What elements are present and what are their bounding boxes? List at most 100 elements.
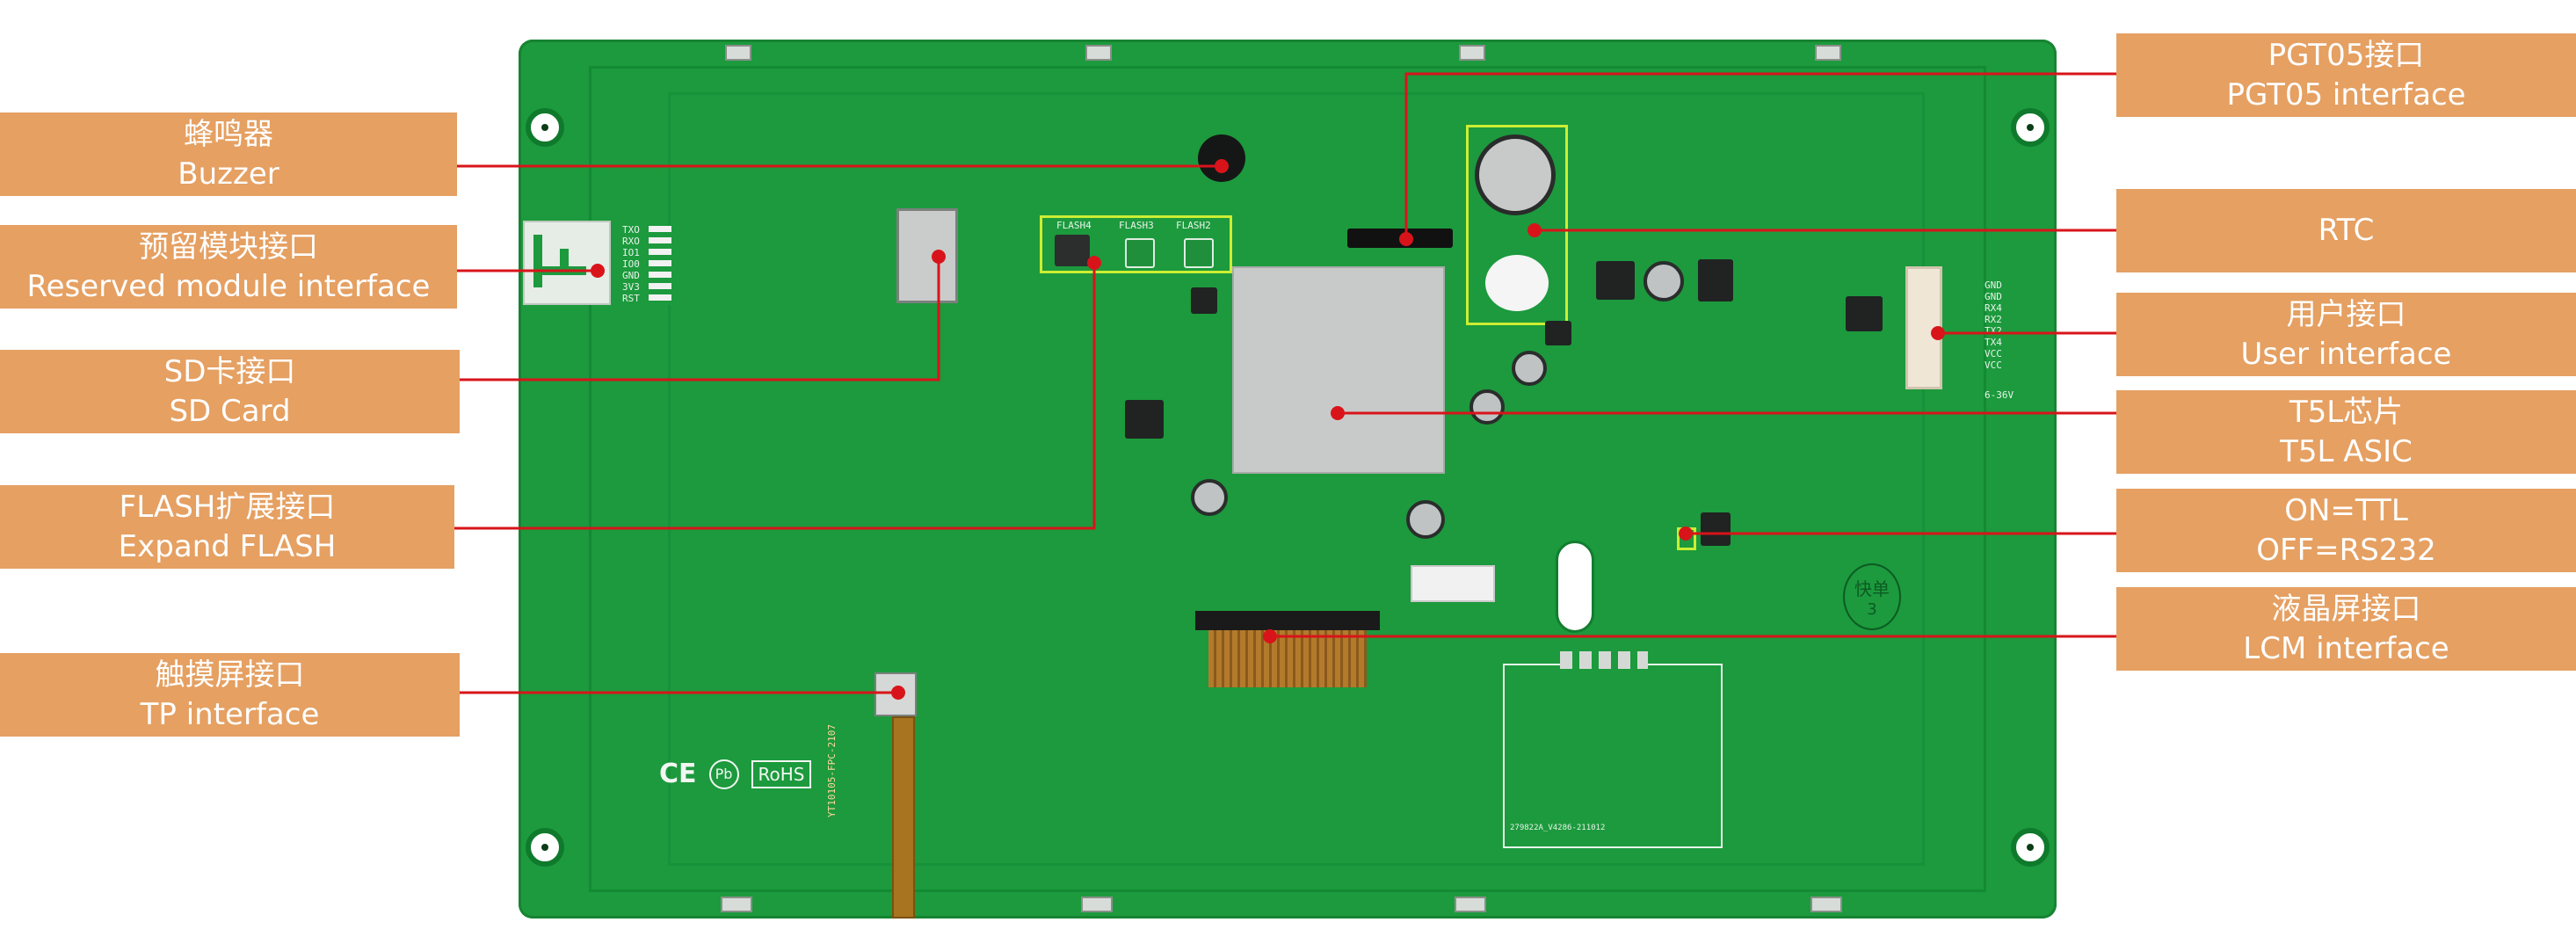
dot-buzzer bbox=[1215, 159, 1229, 173]
outer-trace bbox=[589, 66, 1986, 892]
pb-mark: Pb bbox=[708, 759, 739, 789]
dot-tp bbox=[891, 686, 905, 700]
sd-card-label: SD卡接口 SD Card bbox=[0, 350, 460, 433]
rtc-battery bbox=[1475, 134, 1556, 215]
t5l-label: T5L芯片 T5L ASIC bbox=[2116, 390, 2576, 474]
pad-row bbox=[1560, 651, 1648, 669]
pin-label: GND bbox=[1985, 291, 2002, 302]
pin-label: 3V3 bbox=[622, 281, 640, 293]
slot-cutout bbox=[1556, 541, 1594, 633]
pin-label: TX4 bbox=[1985, 337, 2002, 348]
pin-label: VCC bbox=[1985, 348, 2002, 359]
reserved-module-header bbox=[523, 221, 611, 305]
inductor bbox=[1596, 261, 1635, 300]
capacitor bbox=[1406, 500, 1445, 539]
capacitor bbox=[1191, 479, 1228, 516]
rtc-crystal bbox=[1485, 255, 1549, 311]
white-connector bbox=[1411, 565, 1495, 602]
rtc-highlight bbox=[1466, 125, 1568, 325]
stamp: 快单 3 bbox=[1843, 563, 1901, 630]
tp-label: 触摸屏接口 TP interface bbox=[0, 653, 460, 737]
ic-chip bbox=[1701, 512, 1731, 546]
lcm-label-zh: 液晶屏接口 bbox=[2271, 592, 2421, 628]
rtc-label: RTC bbox=[2116, 189, 2576, 272]
edge-tab bbox=[725, 45, 751, 61]
reserved-module-label-zh: 预留模块接口 bbox=[139, 229, 318, 265]
t5l-asic-shield bbox=[1232, 266, 1445, 474]
pin-label: IO1 bbox=[622, 247, 640, 258]
pin-label: TXO bbox=[622, 224, 640, 236]
leader-flash bbox=[454, 263, 1096, 530]
ttl-switch-label-line1: ON=TTL bbox=[2284, 493, 2408, 529]
pgt05-label: PGT05接口 PGT05 interface bbox=[2116, 33, 2576, 117]
ttl-switch-label: ON=TTL OFF=RS232 bbox=[2116, 489, 2576, 572]
tp-fpc-cable bbox=[892, 716, 915, 919]
edge-tab bbox=[721, 897, 752, 912]
t5l-label-zh: T5L芯片 bbox=[2289, 395, 2404, 431]
pcb-board: TXO RXO IO1 IO0 GND 3V3 RST FLASH4 FLASH… bbox=[519, 40, 2057, 919]
ttl-switch-label-line2: OFF=RS232 bbox=[2256, 532, 2436, 568]
lcm-label-en: LCM interface bbox=[2243, 630, 2449, 666]
sd-card-slot bbox=[896, 208, 958, 303]
reserved-pin-pads bbox=[649, 226, 671, 305]
dot-sd bbox=[932, 250, 946, 264]
buzzer-label: 蜂鸣器 Buzzer bbox=[0, 113, 457, 196]
sd-card-label-zh: SD卡接口 bbox=[163, 354, 296, 390]
stamp-number: 3 bbox=[1867, 600, 1877, 619]
mounting-hole bbox=[526, 108, 564, 147]
t5l-label-en: T5L ASIC bbox=[2280, 433, 2413, 469]
dot-pgt05 bbox=[1399, 232, 1413, 246]
tp-label-en: TP interface bbox=[140, 696, 320, 732]
pgt05-label-zh: PGT05接口 bbox=[2268, 38, 2425, 74]
user-interface-label-zh: 用户接口 bbox=[2286, 297, 2406, 333]
dot-rtc bbox=[1527, 223, 1542, 237]
dot-flash bbox=[1087, 256, 1101, 270]
mounting-hole bbox=[2011, 828, 2050, 867]
mounting-hole bbox=[526, 828, 564, 867]
dot-t5l bbox=[1331, 406, 1345, 420]
pin-label: RX2 bbox=[1985, 314, 2002, 325]
pgt05-label-en: PGT05 interface bbox=[2226, 76, 2466, 113]
voltage-label: 6-36V bbox=[1985, 389, 2014, 401]
sd-card-label-en: SD Card bbox=[169, 393, 291, 429]
reserved-module-label-en: Reserved module interface bbox=[26, 268, 431, 304]
edge-tab bbox=[1459, 45, 1485, 61]
flash2-label: FLASH2 bbox=[1176, 220, 1211, 231]
reserved-module-label: 预留模块接口 Reserved module interface bbox=[0, 225, 457, 309]
ic-chip bbox=[1545, 321, 1571, 345]
pin-label: RX4 bbox=[1985, 302, 2002, 314]
dot-ttl bbox=[1679, 526, 1693, 541]
part-number: 279822A_V4286-211012 bbox=[1510, 824, 1606, 832]
reserved-pin-labels: TXO RXO IO1 IO0 GND 3V3 RST bbox=[622, 224, 666, 304]
flash3-label: FLASH3 bbox=[1119, 220, 1154, 231]
pin-label: GND bbox=[622, 270, 640, 281]
dot-lcm bbox=[1263, 629, 1277, 643]
rohs-mark: RoHS bbox=[751, 759, 812, 788]
flash-label-zh: FLASH扩展接口 bbox=[119, 490, 336, 526]
pin-label: VCC bbox=[1985, 359, 2002, 371]
mounting-hole bbox=[2011, 108, 2050, 147]
buzzer bbox=[1198, 134, 1245, 182]
buzzer-label-en: Buzzer bbox=[178, 156, 279, 192]
inductor bbox=[1698, 259, 1733, 301]
ce-mark: CE bbox=[659, 759, 697, 789]
flash-chip bbox=[1125, 238, 1155, 268]
rtc-label-en: RTC bbox=[2318, 213, 2375, 249]
flash4-label: FLASH4 bbox=[1056, 220, 1092, 231]
edge-tab bbox=[1455, 897, 1486, 912]
flash-label: FLASH扩展接口 Expand FLASH bbox=[0, 485, 454, 569]
inductor bbox=[1125, 400, 1164, 439]
capacitor bbox=[1644, 261, 1684, 301]
edge-tab bbox=[1810, 897, 1842, 912]
ic-chip bbox=[1846, 296, 1883, 331]
edge-tab bbox=[1085, 45, 1112, 61]
stamp-text: 快单 bbox=[1854, 578, 1890, 599]
tp-label-zh: 触摸屏接口 bbox=[155, 657, 305, 693]
leader-sd bbox=[460, 257, 940, 381]
inner-trace bbox=[668, 92, 1925, 866]
capacitor bbox=[1469, 389, 1505, 425]
user-interface-label: 用户接口 User interface bbox=[2116, 293, 2576, 376]
cert-marks: CE Pb RoHS bbox=[659, 759, 812, 789]
flash-chip bbox=[1184, 238, 1214, 268]
